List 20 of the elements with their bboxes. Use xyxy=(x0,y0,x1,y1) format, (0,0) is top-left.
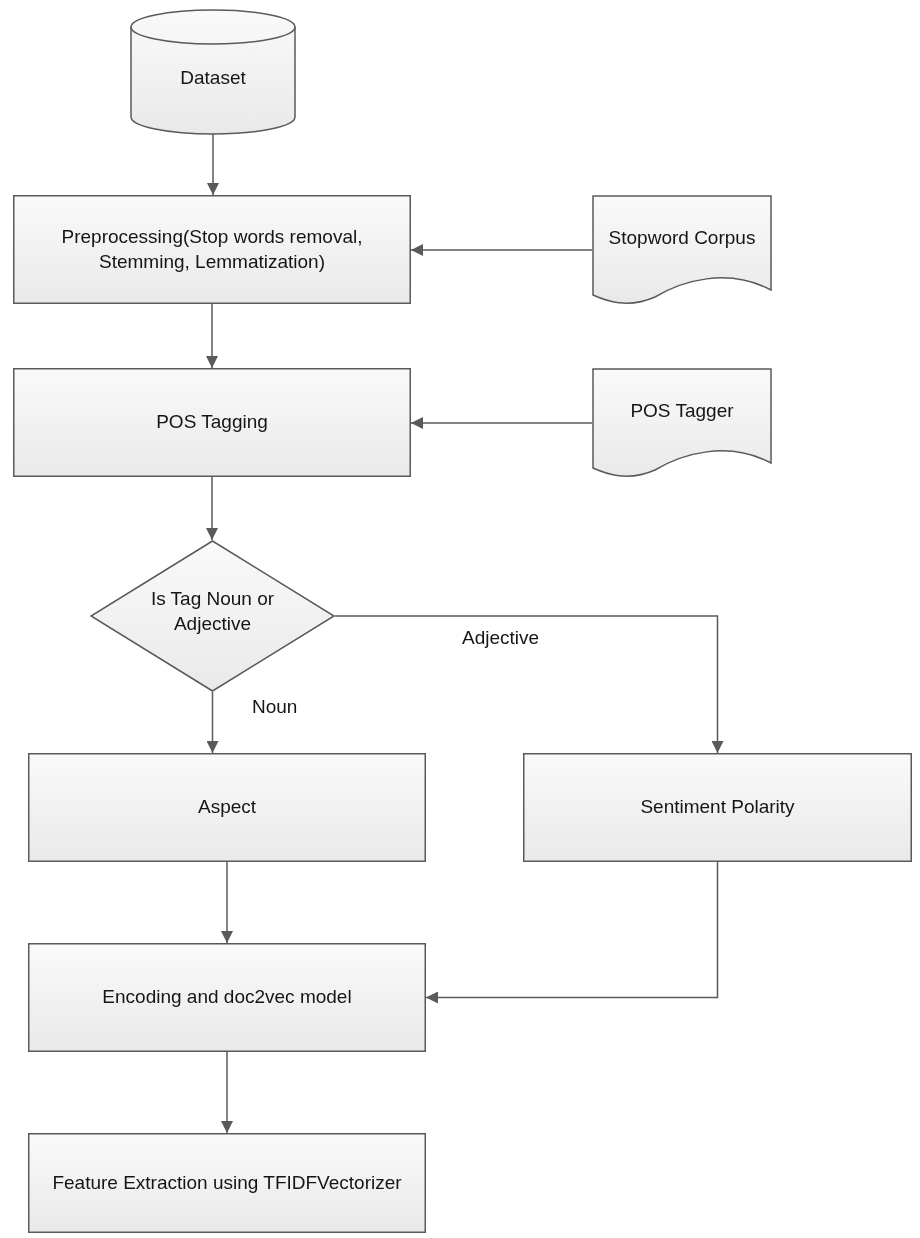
arrow xyxy=(207,133,219,196)
node-label: POS Tagger xyxy=(630,398,734,423)
node-label: Encoding and doc2vec model xyxy=(102,985,352,1010)
arrow xyxy=(410,244,593,256)
node-label: Stopword Corpus xyxy=(608,225,756,250)
arrow xyxy=(334,615,724,754)
node-label: Feature Extraction using TFIDFVectorizer xyxy=(52,1170,402,1195)
node-label: Dataset xyxy=(180,65,246,90)
arrow xyxy=(425,861,719,1004)
node-label: Sentiment Polarity xyxy=(640,795,795,820)
arrow xyxy=(221,1051,233,1134)
node-label: Aspect xyxy=(197,795,257,820)
arrow xyxy=(410,417,593,429)
node-label: Preprocessing(Stop words removal, Stemming, Lemmatization) xyxy=(60,224,364,274)
arrow xyxy=(221,861,233,944)
node-label: POS Tagging xyxy=(156,410,268,435)
arrow xyxy=(206,303,218,369)
node-label: Is Tag Noun or Adjective xyxy=(149,587,276,636)
arrow xyxy=(206,476,218,541)
arrow xyxy=(206,691,219,754)
